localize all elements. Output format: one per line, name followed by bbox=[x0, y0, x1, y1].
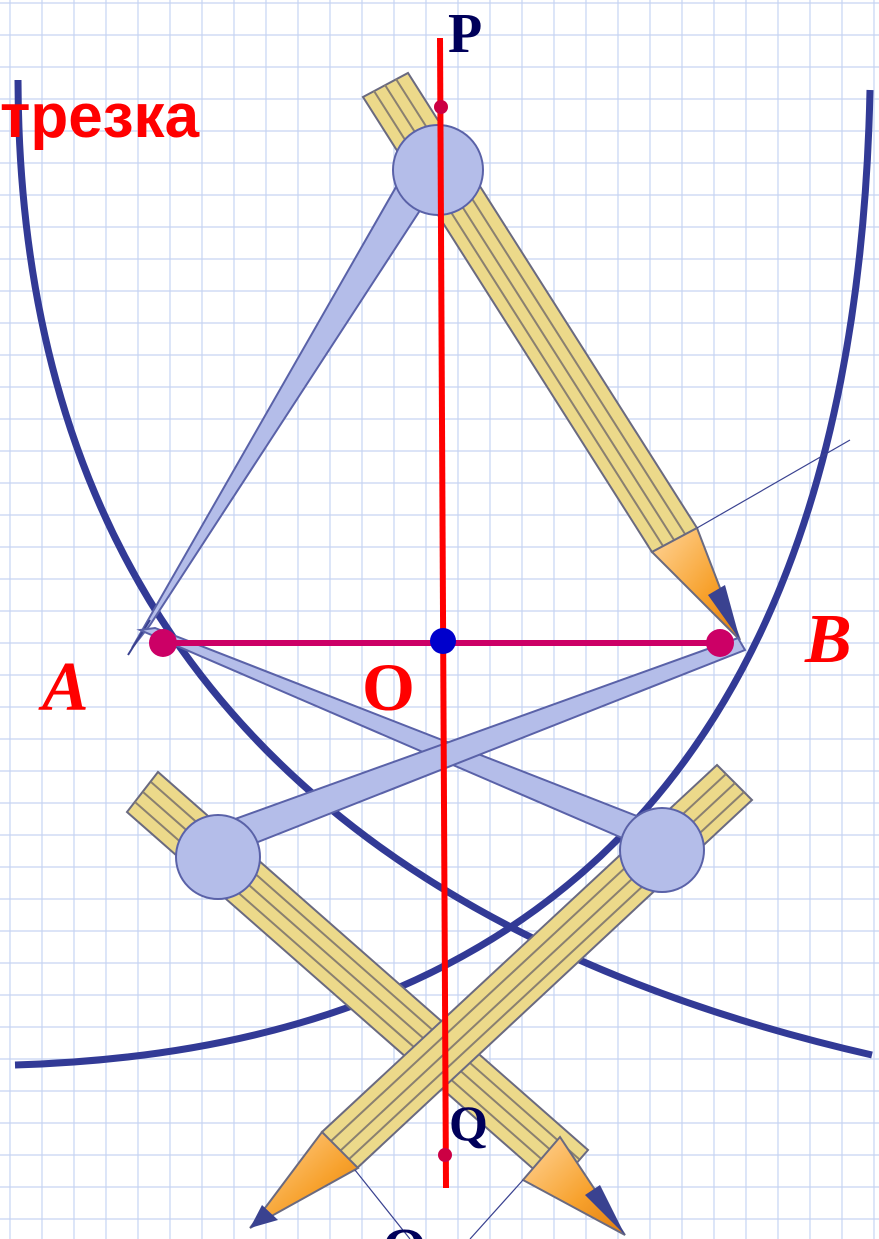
point-o-dot bbox=[430, 628, 456, 654]
top-compass-needle bbox=[127, 619, 151, 656]
perpendicular-bisector-line bbox=[437, 37, 449, 1189]
guide-line-left bbox=[354, 1169, 411, 1239]
heading-fragment: трезка bbox=[0, 82, 200, 151]
guide-line-right bbox=[469, 1179, 524, 1239]
arc-from-b bbox=[14, 79, 873, 1059]
top-compass-left-leg bbox=[131, 178, 432, 649]
point-p-dot bbox=[434, 100, 448, 114]
point-q-dot bbox=[438, 1148, 452, 1162]
point-b-dot bbox=[706, 629, 734, 657]
label-q-bottom-partial: Q bbox=[382, 1216, 427, 1239]
left-compass-hinge bbox=[175, 814, 261, 900]
label-a: A bbox=[38, 649, 89, 726]
label-o: O bbox=[362, 649, 415, 725]
arc-from-a bbox=[14, 89, 874, 1069]
point-a-dot bbox=[149, 629, 177, 657]
label-q-partial: Q bbox=[449, 1095, 488, 1151]
label-p: P bbox=[448, 3, 482, 65]
right-compass-hinge bbox=[619, 807, 705, 893]
label-b: B bbox=[804, 601, 852, 678]
